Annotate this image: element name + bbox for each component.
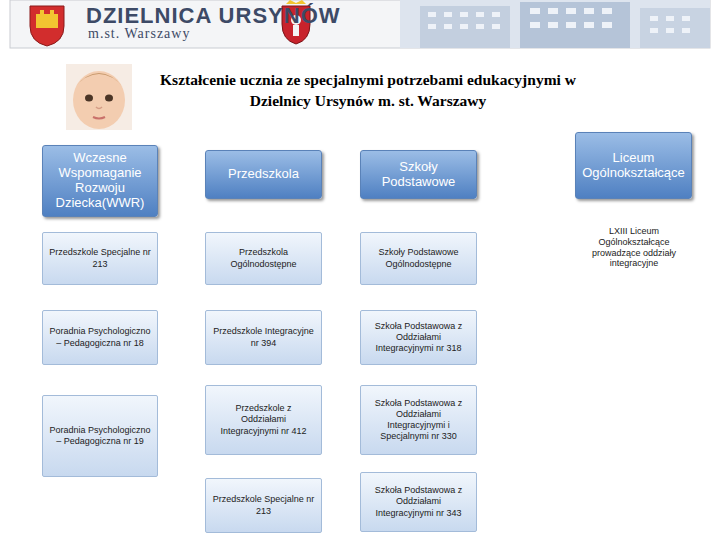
box-text: Liceum Ogólnokształcące (581, 151, 686, 181)
box-text: Przedszkole Specjalne nr 213 (49, 247, 151, 270)
institution-box: Przedszkole Integracyjne nr 394 (205, 310, 322, 365)
banner-heading: DZIELNICA URSYNÓW (86, 3, 341, 29)
box-text: Szkoła Podstawowa z Oddziałami Integracy… (367, 398, 470, 443)
diagram-title: Kształcenie ucznia ze specjalnymi potrze… (128, 70, 608, 112)
box-text: Wczesne Wspomaganie Rozwoju Dziecka(WWR) (48, 151, 152, 211)
box-text: Szkoła Podstawowa z Oddziałami Integracy… (367, 485, 470, 519)
column-header: Liceum Ogólnokształcące (575, 132, 692, 199)
column-header: Wczesne Wspomaganie Rozwoju Dziecka(WWR) (42, 145, 158, 217)
banner-bar (10, 0, 710, 48)
institution-box: Przedszkole Specjalne nr 213 (205, 478, 322, 533)
column-header: Przedszkola (205, 150, 322, 199)
baby-photo (66, 64, 132, 130)
box-text: Poradnia Psychologiczno – Pedagogiczna n… (49, 425, 151, 448)
box-text: Przedszkola Ogólnodostępne (212, 247, 315, 270)
box-text: Przedszkola (228, 167, 299, 182)
coat-of-arms (30, 6, 64, 46)
box-text: Szkoły Podstawowe Ogólnodostępne (367, 247, 470, 270)
building-picture (400, 0, 710, 48)
institution-box: Przedszkole Specjalne nr 213 (42, 232, 158, 285)
institution-box: Przedszkole z Oddziałami Integracyjnymi … (205, 385, 322, 455)
institution-box: Szkoła Podstawowa z Oddziałami Integracy… (360, 310, 477, 365)
institution-box: Poradnia Psychologiczno – Pedagogiczna n… (42, 310, 158, 365)
box-text: Poradnia Psychologiczno – Pedagogiczna n… (49, 326, 151, 349)
banner-subheading: m.st. Warszawy (88, 26, 190, 42)
institution-box: Przedszkola Ogólnodostępne (205, 232, 322, 285)
institution-box: Poradnia Psychologiczno – Pedagogiczna n… (42, 395, 158, 477)
institution-box: Szkoły Podstawowe Ogólnodostępne (360, 232, 477, 285)
column-header: Szkoły Podstawowe (360, 150, 477, 199)
box-text: Przedszkole z Oddziałami Integracyjnymi … (212, 403, 315, 437)
box-text: Przedszkole Integracyjne nr 394 (212, 326, 315, 349)
institution-box: Szkoła Podstawowa z Oddziałami Integracy… (360, 472, 477, 532)
box-text: Szkoły Podstawowe (366, 160, 471, 190)
school-note: LXIII Liceum Ogólnokształcące prowadzące… (584, 226, 684, 269)
institution-box: Szkoła Podstawowa z Oddziałami Integracy… (360, 385, 477, 455)
box-text: Szkoła Podstawowa z Oddziałami Integracy… (367, 321, 470, 355)
box-text: Przedszkole Specjalne nr 213 (212, 494, 315, 517)
